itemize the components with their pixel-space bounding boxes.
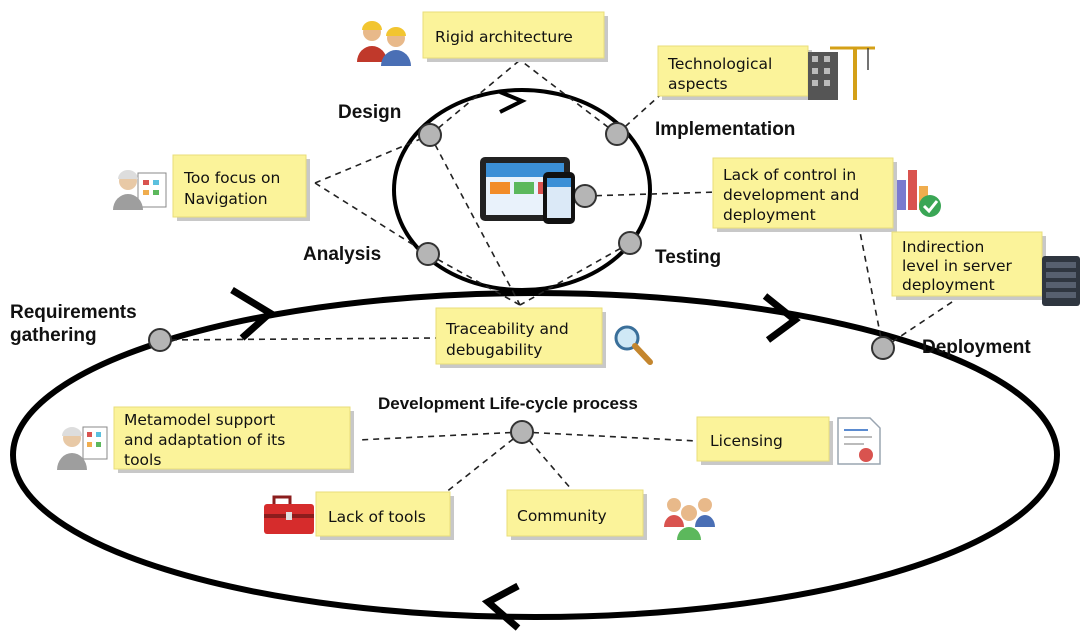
svg-text:Rigid architecture: Rigid architecture (435, 28, 573, 46)
outer-cycle-arrow-right (762, 293, 801, 343)
svg-text:Indirection level in ser: Indirection level in server deployment (902, 238, 1017, 294)
note-line: Lack of control in (723, 166, 856, 184)
note-line: Navigation (184, 190, 268, 208)
note-line: Too focus on (183, 169, 280, 187)
workers-icon (357, 21, 411, 66)
node-implementation (605, 122, 629, 146)
note-line: deployment (723, 206, 816, 224)
building-crane-icon (808, 46, 875, 100)
note-lack-of-control: Lack of control in development and deplo… (712, 157, 897, 232)
note-traceability: Traceability and debugability (435, 307, 606, 368)
note-line: Indirection (902, 238, 984, 256)
note-line: level in server (902, 257, 1013, 275)
note-line: debugability (446, 341, 542, 359)
node-requirements (148, 328, 172, 352)
note-line: Community (517, 507, 607, 525)
note-licensing: Licensing (696, 416, 833, 465)
note-line: aspects (668, 75, 728, 93)
diagram-title: Development Life-cycle process (378, 394, 638, 413)
stage-implementation: Implementation (655, 119, 795, 140)
svg-text:Community: Community (517, 507, 607, 525)
svg-text:Metamodel support and ad: Metamodel support and adaptation of its … (124, 411, 290, 469)
note-line: and adaptation of its (124, 431, 285, 449)
svg-text:Technological aspects: Technological aspects (667, 55, 777, 93)
node-app (573, 184, 597, 208)
svg-text:Too focus on Navigation: Too focus on Navigation (183, 169, 285, 208)
svg-text:Lack of tools: Lack of tools (328, 508, 426, 526)
certificate-icon (837, 417, 881, 465)
note-line: Licensing (710, 432, 783, 450)
note-line: Technological (667, 55, 772, 73)
worker-screen-icon (113, 170, 167, 210)
svg-text:Lack of control in devel: Lack of control in development and deplo… (723, 166, 864, 224)
svg-text:Traceability and debugab: Traceability and debugability (445, 320, 574, 359)
stage-requirements-line2: gathering (10, 325, 97, 346)
toolbox-icon (264, 495, 314, 534)
node-deployment (871, 336, 895, 360)
node-process (510, 420, 534, 444)
node-testing (618, 231, 642, 255)
outer-cycle (10, 290, 1060, 620)
note-too-focus-navigation: Too focus on Navigation (172, 154, 310, 221)
outer-cycle-arrow-bottom (481, 582, 521, 631)
note-indirection-level: Indirection level in server deployment (891, 231, 1046, 300)
note-line: Rigid architecture (435, 28, 573, 46)
note-lack-of-tools: Lack of tools (315, 491, 454, 540)
inner-cycle-arrow (499, 90, 527, 114)
stage-deployment: Deployment (922, 337, 1031, 358)
chart-check-icon (897, 170, 941, 217)
connectors (159, 59, 956, 494)
note-line: development and (723, 186, 859, 204)
stage-testing: Testing (655, 247, 721, 268)
note-line: Traceability and (445, 320, 569, 338)
stage-design: Design (338, 102, 401, 123)
node-analysis (416, 242, 440, 266)
note-line: deployment (902, 276, 995, 294)
stage-analysis: Analysis (303, 244, 381, 265)
tablet-phone-icon (480, 157, 575, 224)
worker-board-icon (57, 426, 108, 470)
magnifier-icon (614, 325, 653, 365)
inner-cycle (392, 88, 652, 292)
note-metamodel-support: Metamodel support and adaptation of its … (113, 406, 354, 473)
stage-requirements-line1: Requirements (10, 302, 137, 323)
server-icon (1042, 256, 1080, 306)
note-line: Metamodel support (124, 411, 275, 429)
svg-text:Licensing: Licensing (710, 432, 783, 450)
outer-cycle-arrow-left (230, 287, 276, 341)
node-design (418, 123, 442, 147)
note-technological-aspects: Technological aspects (657, 45, 812, 100)
note-line: Lack of tools (328, 508, 426, 526)
people-group-icon (664, 498, 715, 540)
note-line: tools (124, 451, 161, 469)
note-rigid-architecture: Rigid architecture (422, 11, 608, 62)
note-community: Community (506, 489, 647, 540)
